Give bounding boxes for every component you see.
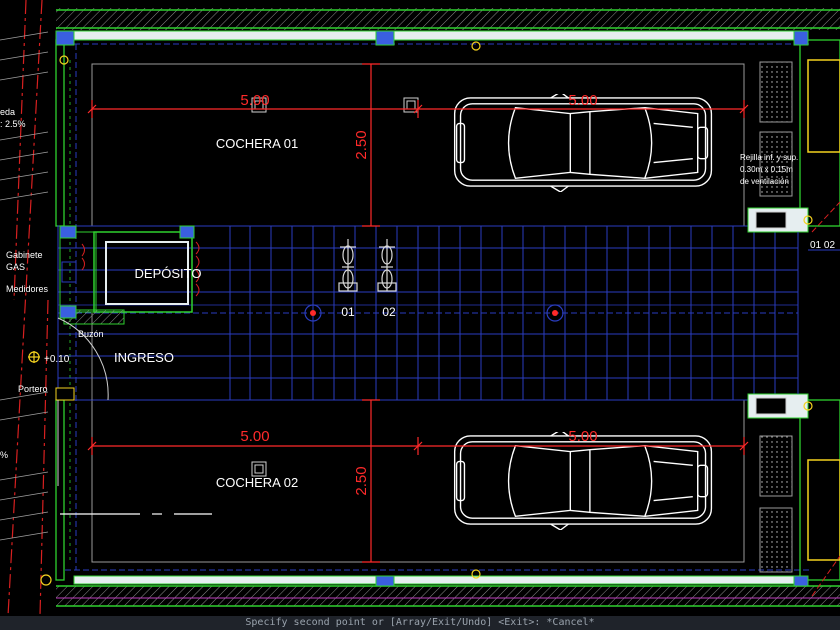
entrance-door — [55, 317, 109, 486]
label-rejilla-1: Rejilla inf. y sup. — [740, 153, 798, 162]
dim-bottom-length-a: 5.00 — [240, 428, 269, 445]
bottom-wall — [56, 569, 840, 607]
parking-area-bottom — [91, 399, 745, 563]
label-rejilla-2: 0.30m x 0.15m — [740, 165, 793, 174]
label-cochera-01: COCHERA 01 — [216, 136, 298, 151]
yellow-markers — [28, 41, 813, 586]
label-rampa-2: : 2.5% — [0, 119, 26, 129]
dimension-lines-bottom — [87, 399, 749, 563]
label-gabinete: Gabinete — [6, 250, 43, 260]
drain-symbols — [251, 97, 419, 477]
label-bike-01: 01 — [341, 305, 355, 319]
central-corridor-grid — [57, 225, 799, 401]
label-edge-pct: % — [0, 450, 8, 460]
cad-drawing-canvas[interactable]: 5.00 5.00 2.50 5.00 5.00 2.50 COCHERA 01… — [0, 0, 840, 616]
axis-lines-left — [7, 0, 49, 616]
car-bottom — [453, 432, 713, 530]
label-medidores: Medidores — [6, 284, 49, 294]
dim-top-length-b: 5.00 — [568, 92, 597, 109]
label-rampa-1: eda — [0, 107, 15, 117]
center-marks — [304, 304, 564, 322]
label-gas: GAS — [6, 262, 25, 272]
ramp-lines — [0, 31, 49, 541]
dim-bottom-length-b: 5.00 — [568, 428, 597, 445]
bike-2 — [377, 238, 397, 292]
label-deposito: DEPÓSITO — [135, 266, 202, 281]
label-level: +0.10 — [44, 354, 70, 365]
parking-area-top — [91, 63, 745, 227]
label-rejilla-3: de ventilación — [740, 177, 789, 186]
bike-1 — [338, 238, 358, 292]
label-ingreso: INGRESO — [114, 350, 174, 365]
label-buzon: Buzón — [78, 329, 104, 339]
label-cochera-02: COCHERA 02 — [216, 475, 298, 490]
dimension-lines-top — [87, 63, 749, 227]
dim-top-width: 2.50 — [353, 130, 370, 159]
dim-top-length-a: 5.00 — [240, 92, 269, 109]
label-bike-02: 02 — [382, 305, 396, 319]
command-line[interactable]: Specify second point or [Array/Exit/Undo… — [0, 616, 840, 630]
label-portero: Portero — [18, 384, 48, 394]
right-side-rooms — [747, 39, 840, 597]
structural-columns — [55, 30, 809, 587]
dim-bottom-width: 2.50 — [353, 466, 370, 495]
label-right-nums: 01 02 — [810, 240, 835, 251]
top-wall — [56, 8, 840, 45]
